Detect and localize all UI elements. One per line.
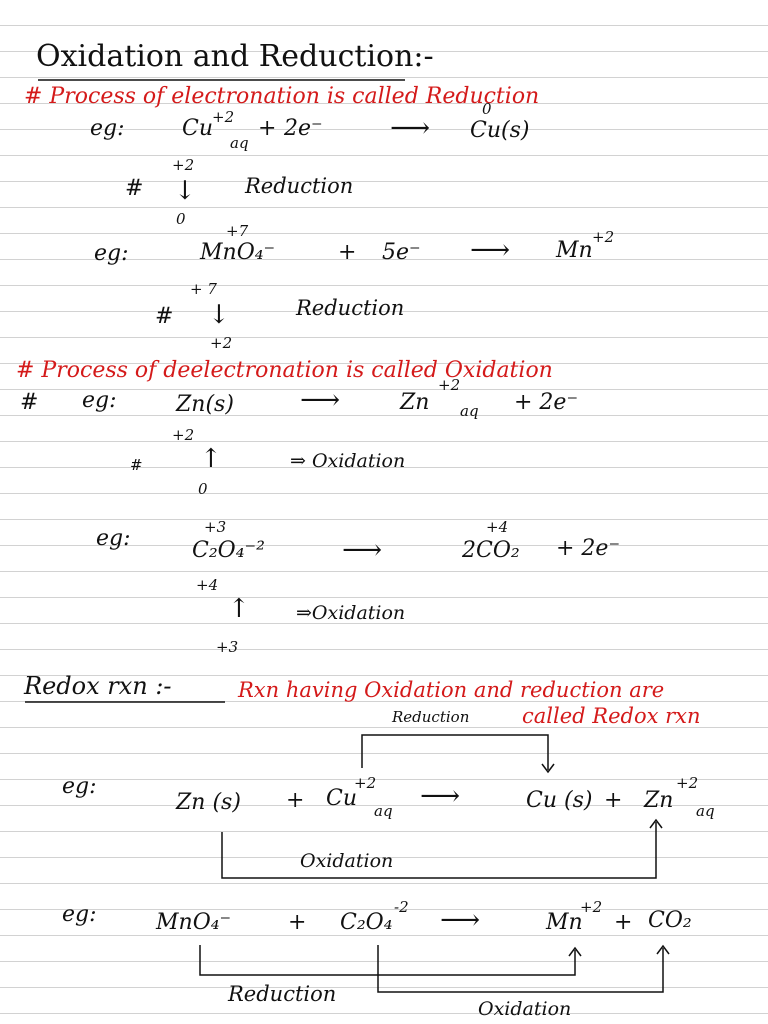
ex5-r2-charge: +2 (354, 774, 377, 792)
ex4-up-arrow: ↑ (228, 594, 250, 624)
ex4-ox-above-product: +4 (486, 518, 509, 536)
ex1-reactant-charge: +2 (212, 108, 235, 126)
ex6-p1: Mn (546, 910, 583, 935)
ex5-plus2: + (604, 788, 623, 813)
ex5-p2-state: aq (696, 802, 715, 820)
ex4-label: eg: (96, 526, 131, 551)
ex2-plus: + (338, 240, 357, 265)
ex4-arrow: ⟶ (342, 533, 383, 566)
ex2-electrons: 5e⁻ (382, 240, 421, 265)
ex6-oxidation-label: Oxidation (478, 998, 572, 1020)
ex6-arrow: ⟶ (440, 903, 481, 936)
ex2-arrow: ⟶ (470, 233, 511, 266)
ex2-change-label: Reduction (296, 296, 405, 320)
ex3-hash2: # (130, 456, 143, 474)
ex2-down-arrow: ↓ (208, 300, 230, 330)
ex3-reactant: Zn(s) (176, 392, 234, 417)
ex3-label: eg: (82, 388, 117, 413)
ex5-arrow: ⟶ (420, 779, 461, 812)
ex6-plus2: + (614, 910, 633, 935)
ex1-change-label: Reduction (245, 174, 354, 198)
ex3-hash: # (20, 390, 39, 415)
ex5-p2: Zn (644, 788, 674, 813)
ex3-change-label: ⇒ Oxidation (290, 450, 406, 472)
ex1-plus: + (258, 116, 277, 141)
ex2-hash: # (155, 304, 174, 329)
ex1-label: eg: (90, 116, 125, 141)
ex6-label: eg: (62, 902, 97, 927)
ex6-reduction-label: Reduction (228, 982, 337, 1006)
ex3-product-state: aq (460, 402, 479, 420)
ex5-r1: Zn (s) (176, 790, 241, 815)
ex1-product-ox: 0 (482, 100, 492, 118)
ex2-label: eg: (94, 241, 129, 266)
ex5-label: eg: (62, 774, 97, 799)
ex2-product-charge: +2 (592, 228, 615, 246)
ex1-reactant-state: aq (230, 134, 249, 152)
ex2-reactant: MnO₄⁻ (200, 240, 276, 265)
ex3-ox-bottom: 0 (198, 480, 208, 498)
ex4-change-label: ⇒Oxidation (296, 602, 406, 624)
ex5-p2-charge: +2 (676, 774, 699, 792)
ex2-ox-top: + 7 (190, 280, 217, 298)
redox-heading: Redox rxn :- (24, 672, 172, 700)
ex5-r2-state: aq (374, 802, 393, 820)
ex4-product: 2CO₂ (462, 538, 520, 563)
ex1-arrow: ⟶ (390, 111, 431, 144)
ex4-ox-top: +4 (196, 576, 219, 594)
ex5-oxidation-label: Oxidation (300, 850, 394, 872)
ex5-r2: Cu (326, 786, 358, 811)
reduction-bracket (361, 734, 555, 774)
ex1-hash: # (125, 176, 144, 201)
ex6-r2-charge: -2 (394, 898, 409, 916)
ex5-p1: Cu (s) (526, 788, 593, 813)
redox-reduction-label: Reduction (392, 708, 470, 726)
ex5-plus1: + (286, 788, 305, 813)
ex2-ox-above: +7 (226, 222, 249, 240)
redox-definition-cont: called Redox rxn (522, 704, 701, 728)
reduction-definition: # Process of electronation is called Red… (24, 84, 540, 109)
ex4-reactant: C₂O₄⁻² (192, 538, 265, 563)
ex1-reactant: Cu (182, 116, 214, 141)
ex6-plus1: + (288, 910, 307, 935)
reduction-bracket-2 (199, 945, 582, 976)
ex1-ox-top: +2 (172, 156, 195, 174)
ex3-up-arrow: ↑ (200, 444, 222, 474)
ex3-ox-top: +2 (172, 426, 195, 444)
ex1-ox-bottom: 0 (176, 210, 186, 228)
redox-definition: Rxn having Oxidation and reduction are (238, 678, 665, 702)
ex4-electrons: + 2e⁻ (556, 536, 621, 561)
ex6-p1-charge: +2 (580, 898, 603, 916)
ex2-ox-bottom: +2 (210, 334, 233, 352)
ex2-product: Mn (556, 238, 593, 263)
ex1-product: Cu(s) (470, 118, 530, 143)
ex1-electrons: 2e⁻ (284, 116, 323, 141)
ex4-ox-above: +3 (204, 518, 227, 536)
ex3-product: Zn (400, 390, 430, 415)
ex1-down-arrow: ↓ (174, 176, 196, 206)
ex3-product-charge: +2 (438, 376, 461, 394)
ex6-p2: CO₂ (648, 908, 692, 933)
ex6-r2: C₂O₄ (340, 910, 393, 935)
ex3-electrons: + 2e⁻ (514, 390, 579, 415)
oxidation-definition: # Process of deelectronation is called O… (16, 358, 553, 383)
ex3-arrow: ⟶ (300, 383, 341, 416)
ex4-ox-bottom: +3 (216, 638, 239, 656)
page-title: Oxidation and Reduction:- (36, 39, 434, 74)
oxidation-bracket-2 (377, 944, 670, 993)
oxidation-bracket (221, 818, 663, 879)
ex6-r1: MnO₄⁻ (156, 910, 232, 935)
